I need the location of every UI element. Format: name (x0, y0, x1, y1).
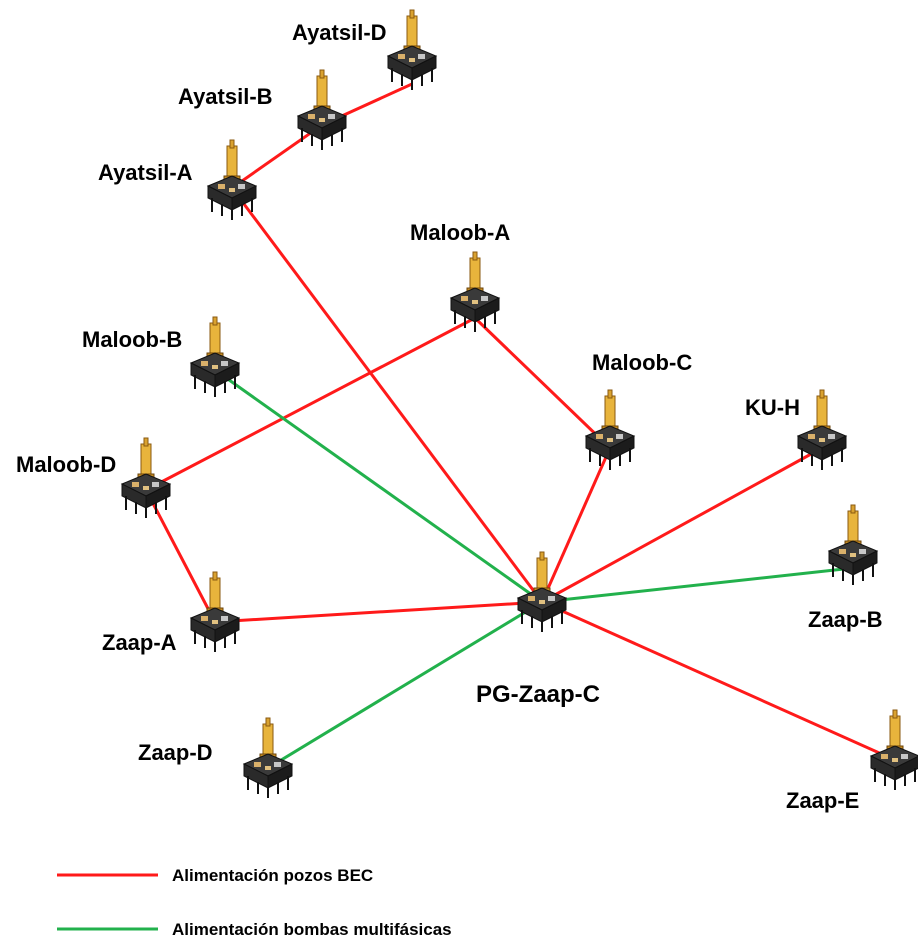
node-label-zaap-d: Zaap-D (138, 740, 213, 765)
link-ayatsil-a-to-zaap-c (230, 187, 544, 603)
link-maloob-c-to-zaap-c (540, 447, 612, 603)
legend-label-multiphase: Alimentación bombas multifásicas (172, 920, 452, 939)
node-label-ayatsil-a: Ayatsil-A (98, 160, 193, 185)
platform-icon-zaap-e (870, 709, 918, 791)
link-ayatsil-b-to-ayatsil-a (231, 123, 323, 190)
link-zaap-a-to-zaap-c (214, 600, 543, 624)
node-label-maloob-d: Maloob-D (16, 452, 116, 477)
node-label-ku-h: KU-H (745, 395, 800, 420)
platform-icon-maloob-d (121, 437, 171, 519)
node-label-maloob-c: Maloob-C (592, 350, 692, 375)
node-label-ayatsil-b: Ayatsil-B (178, 84, 273, 109)
node-label-zaap-e: Zaap-E (786, 788, 859, 813)
link-maloob-d-to-zaap-a (144, 489, 217, 623)
node-label-zaap-b: Zaap-B (808, 607, 883, 632)
legend: Alimentación pozos BEC Alimentación bomb… (57, 866, 452, 939)
node-label-maloob-b: Maloob-B (82, 327, 182, 352)
node-label-zaap-a: Zaap-A (102, 630, 177, 655)
link-maloob-a-to-maloob-d (145, 316, 476, 492)
platform-icon-zaap-a (190, 571, 240, 653)
platform-icon-maloob-a (450, 251, 500, 333)
link-zaap-e-to-zaap-c (541, 600, 896, 762)
links-layer (144, 82, 896, 770)
labels-layer: Ayatsil-D Ayatsil-B Ayatsil-A Maloob-A M… (16, 20, 883, 813)
platform-icon-maloob-b (190, 316, 240, 398)
link-zaap-b-to-zaap-c (541, 566, 854, 604)
platform-icon-zaap-b (828, 504, 878, 586)
link-zaap-d-to-zaap-c (267, 600, 543, 770)
node-label-maloob-a: Maloob-A (410, 220, 510, 245)
link-maloob-b-to-zaap-c (214, 368, 543, 604)
link-ku-h-to-zaap-c (541, 446, 823, 604)
link-maloob-a-to-maloob-c (473, 316, 612, 450)
legend-label-bec: Alimentación pozos BEC (172, 866, 373, 885)
node-label-ayatsil-d: Ayatsil-D (292, 20, 387, 45)
platform-icon-ayatsil-d (387, 9, 437, 91)
node-label-pg-zaap-c: PG-Zaap-C (476, 681, 600, 708)
